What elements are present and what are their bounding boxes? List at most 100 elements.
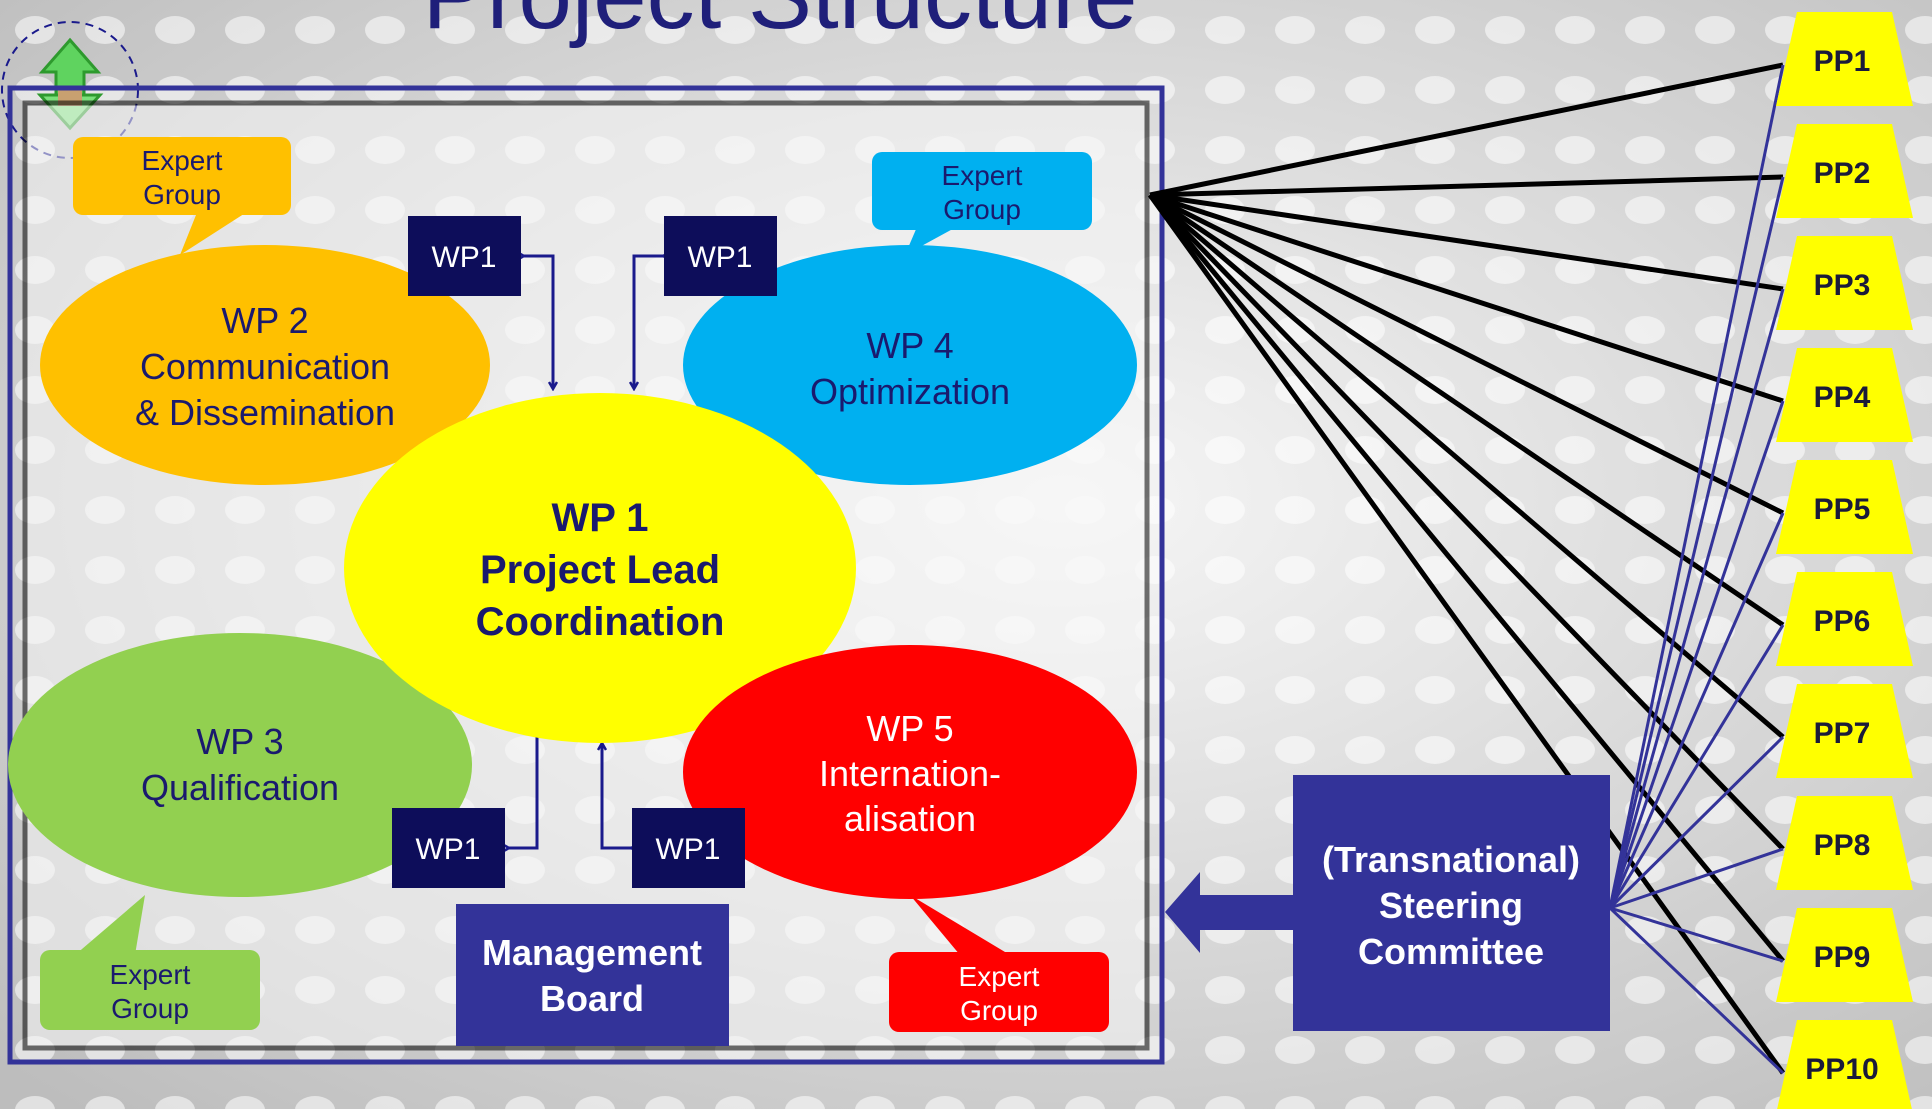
wp5-label: alisation [844, 798, 976, 839]
expert-group-label: Group [111, 993, 189, 1024]
connector-line-black [1147, 193, 1786, 1075]
partner-label: PP3 [1814, 269, 1871, 302]
wp4-label: Optimization [810, 371, 1010, 412]
partner-box: PP3 [1776, 236, 1913, 330]
expert-group-callout-wp3: Expert Group [40, 895, 260, 1030]
partner-label: PP5 [1814, 493, 1871, 526]
partner-label: PP1 [1814, 45, 1871, 78]
partner-label: PP4 [1814, 381, 1871, 414]
connector-line-black [1149, 192, 1784, 404]
partner-box: PP5 [1776, 460, 1913, 554]
management-board: Management Board [456, 904, 729, 1046]
wp1-ellipse: WP 1 Project Lead Coordination [344, 393, 856, 743]
expert-group-label: Expert [942, 160, 1023, 191]
partner-box: PP1 [1776, 12, 1913, 106]
connector-line-navy [1608, 400, 1785, 909]
partner-label: PP9 [1814, 941, 1871, 974]
steering-committee-label: Committee [1358, 931, 1544, 972]
connector-line-navy [1609, 847, 1784, 910]
partner-box: PP6 [1776, 572, 1913, 666]
expert-group-label: Group [960, 995, 1038, 1026]
management-board-label: Board [540, 978, 644, 1019]
steering-committee-arrow [1165, 872, 1295, 953]
wp5-label: WP 5 [866, 708, 953, 749]
connector-line-black [1148, 193, 1785, 851]
partner-label: PP6 [1814, 605, 1871, 638]
wp4-ellipse: WP 4 Optimization [683, 245, 1137, 485]
connector-line-black [1148, 193, 1785, 963]
management-board-label: Management [482, 932, 702, 973]
wp1-link-label: WP1 [687, 241, 752, 274]
connector-line-navy [1608, 735, 1785, 910]
black-connector-lines [1147, 62, 1786, 1075]
connector-line-black [1149, 174, 1784, 198]
partner-trapezoid [1776, 460, 1913, 554]
wp5-ellipse: WP 5 Internation- alisation [683, 645, 1137, 899]
steering-committee: (Transnational) Steering Committee [1293, 775, 1610, 1031]
partner-trapezoid [1776, 684, 1913, 778]
steering-committee-label: (Transnational) [1322, 839, 1580, 880]
partner-box: PP8 [1776, 796, 1913, 890]
partner-trapezoid [1776, 236, 1913, 330]
wp1-label: Coordination [476, 600, 725, 644]
connector-line-navy [1608, 906, 1785, 1075]
wp1-link-label: WP1 [415, 833, 480, 866]
wp5-label: Internation- [819, 753, 1001, 794]
wp1-link-box-top-right: WP1 [664, 216, 777, 296]
partner-label: PP8 [1814, 829, 1871, 862]
connector-line-black [1148, 193, 1785, 739]
wp2-ellipse: WP 2 Communication & Dissemination [40, 245, 490, 485]
partner-trapezoid [1776, 348, 1913, 442]
expert-group-label: Group [943, 194, 1021, 225]
partner-trapezoid [1776, 796, 1913, 890]
steering-committee-label: Steering [1379, 885, 1523, 926]
expert-group-callout-wp2: Expert Group [73, 137, 291, 255]
expert-group-callout-wp5: Expert Group [889, 895, 1109, 1032]
connector-line-black [1148, 192, 1785, 516]
connector-line-navy [1608, 512, 1785, 909]
wp3-ellipse: WP 3 Qualification [8, 633, 472, 897]
connector-line-navy [1608, 624, 1785, 909]
partner-label: PP7 [1814, 717, 1871, 750]
wp1-link-box-top-left: WP1 [408, 216, 521, 296]
connector-line-navy [1608, 64, 1785, 909]
wp1-link-label: WP1 [655, 833, 720, 866]
wp1-arrows [508, 256, 664, 848]
wp3-label: WP 3 [196, 721, 283, 762]
wp1-label: WP 1 [551, 496, 648, 540]
partner-trapezoid [1776, 908, 1913, 1002]
partner-box: PP7 [1776, 684, 1913, 778]
connector-line-navy [1608, 176, 1785, 909]
wp4-label: WP 4 [866, 325, 953, 366]
wp2-label: & Dissemination [135, 392, 395, 433]
partner-trapezoid [1776, 572, 1913, 666]
navy-connector-lines [1608, 64, 1785, 1075]
connector-line-black [1148, 192, 1785, 628]
expert-group-label: Expert [959, 961, 1040, 992]
wp1-link-box-bottom-left: WP1 [392, 808, 505, 888]
connector-line-navy [1609, 906, 1784, 963]
connector-line-navy [1608, 288, 1785, 909]
connector-line-black [1149, 192, 1784, 292]
expert-group-label: Expert [142, 145, 223, 176]
partner-trapezoid [1776, 12, 1913, 106]
partner-label: PP2 [1814, 157, 1871, 190]
expert-group-label: Expert [110, 959, 191, 990]
partner-label: PP10 [1805, 1053, 1878, 1086]
partner-trapezoid [1777, 1020, 1912, 1109]
wp3-label: Qualification [141, 767, 339, 808]
partner-box: PP2 [1776, 124, 1913, 218]
wp1-label: Project Lead [480, 548, 720, 592]
wp1-link-box-bottom-right: WP1 [632, 808, 745, 888]
partner-box: PP9 [1776, 908, 1913, 1002]
partner-trapezoid [1776, 124, 1913, 218]
wp2-label: WP 2 [221, 300, 308, 341]
connector-line-black [1149, 62, 1784, 198]
page-title: Project Structure [423, 0, 1138, 49]
wp2-label: Communication [140, 346, 390, 387]
wp1-link-label: WP1 [431, 241, 496, 274]
outer-frame [7, 85, 1165, 1065]
partner-box: PP10 [1777, 1020, 1912, 1109]
